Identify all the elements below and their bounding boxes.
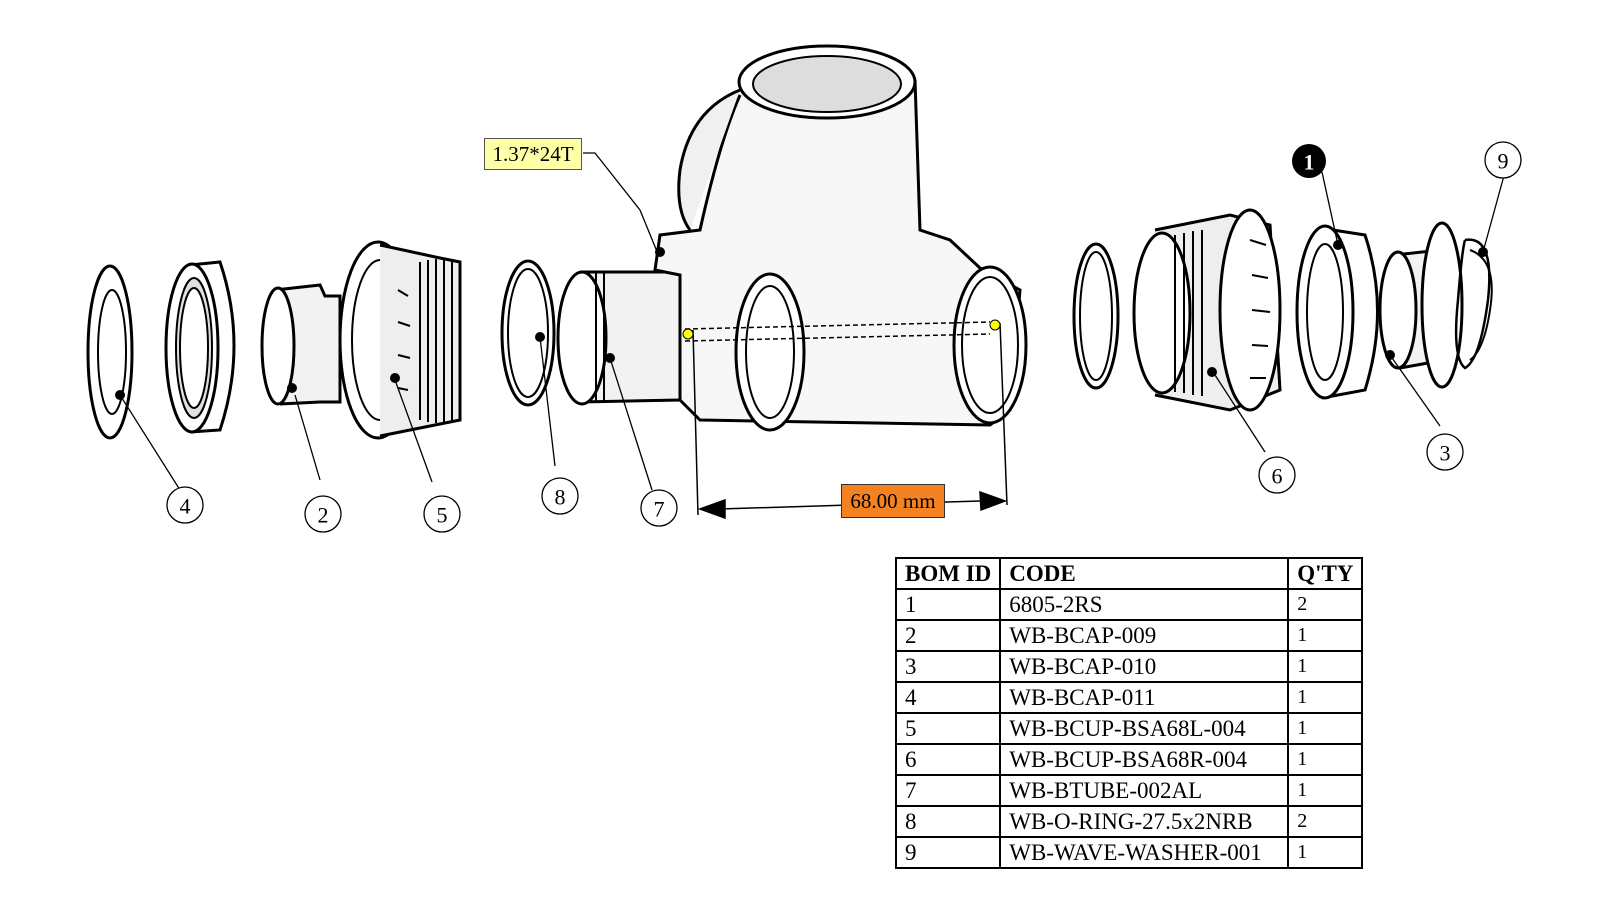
bom-code: WB-O-RING-27.5x2NRB — [999, 805, 1290, 838]
callout-8: 8 — [541, 477, 579, 515]
callout-5: 5 — [423, 495, 461, 533]
bom-header-row: BOM ID CODE Q'TY — [894, 557, 1364, 590]
bom-id: 9 — [894, 836, 1002, 869]
bom-header-code: CODE — [999, 557, 1290, 590]
callout-bubbles: 4 2 5 8 7 6 3 9 1 — [166, 141, 1522, 533]
bom-code: WB-BCAP-009 — [999, 619, 1290, 652]
bom-qty: 1 — [1287, 619, 1364, 652]
bom-code: 6805-2RS — [999, 588, 1290, 621]
bom-id: 2 — [894, 619, 1002, 652]
bom-id: 1 — [894, 588, 1002, 621]
bom-qty: 1 — [1287, 774, 1364, 807]
part-5-cup-left — [338, 240, 462, 440]
callout-6: 6 — [1258, 456, 1296, 494]
part-8-o-ring-left — [500, 259, 556, 407]
thread-spec-label: 1.37*24T — [484, 138, 582, 170]
bom-id: 4 — [894, 681, 1002, 714]
svg-text:1: 1 — [1304, 150, 1315, 175]
part-7-tube — [556, 270, 682, 406]
dimension-label: 68.00 mm — [841, 484, 945, 518]
callout-1: 1 — [1292, 144, 1326, 178]
bom-qty: 1 — [1287, 743, 1364, 776]
svg-text:2: 2 — [318, 503, 329, 528]
svg-text:4: 4 — [180, 494, 191, 519]
bottom-bracket-shell — [653, 44, 1028, 432]
dimension-endpoints — [682, 319, 1001, 340]
callout-4: 4 — [166, 486, 204, 524]
bom-qty: 2 — [1287, 805, 1364, 838]
svg-text:5: 5 — [437, 503, 448, 528]
bom-qty: 1 — [1287, 681, 1364, 714]
part-3-cap — [1378, 221, 1464, 389]
svg-text:8: 8 — [555, 485, 566, 510]
bom-id: 5 — [894, 712, 1002, 745]
svg-text:9: 9 — [1498, 149, 1509, 174]
part-9-wave-washer — [1454, 238, 1493, 370]
bom-code: WB-BCAP-010 — [999, 650, 1290, 683]
part-4-cap — [86, 264, 134, 440]
bom-code: WB-BTUBE-002AL — [999, 774, 1290, 807]
part-8-o-ring-right — [1072, 242, 1120, 390]
svg-text:6: 6 — [1272, 464, 1283, 489]
bom-code: WB-BCUP-BSA68L-004 — [999, 712, 1290, 745]
part-1-bearing-left — [164, 260, 236, 434]
bom-code: WB-BCAP-011 — [999, 681, 1290, 714]
bom-id: 8 — [894, 805, 1002, 838]
part-6-cup-right — [1132, 208, 1282, 412]
bom-qty: 1 — [1287, 712, 1364, 745]
bom-code: WB-BCUP-BSA68R-004 — [999, 743, 1290, 776]
callout-2: 2 — [304, 495, 342, 533]
part-1-bearing-right — [1295, 224, 1379, 400]
callout-9: 9 — [1484, 141, 1522, 179]
bom-qty: 1 — [1287, 650, 1364, 683]
bom-qty: 1 — [1287, 836, 1364, 869]
part-2-cap — [260, 283, 342, 406]
bom-header-qty: Q'TY — [1287, 557, 1364, 590]
bom-id: 6 — [894, 743, 1002, 776]
bom-id: 7 — [894, 774, 1002, 807]
svg-text:7: 7 — [654, 497, 665, 522]
bom-id: 3 — [894, 650, 1002, 683]
leader-dots — [115, 240, 1488, 400]
bom-qty: 2 — [1287, 588, 1364, 621]
callout-3: 3 — [1426, 433, 1464, 471]
bom-code: WB-WAVE-WASHER-001 — [999, 836, 1290, 869]
callout-7: 7 — [640, 489, 678, 527]
leader-lines — [119, 152, 1506, 491]
svg-text:3: 3 — [1440, 441, 1451, 466]
bom-header-id: BOM ID — [894, 557, 1002, 590]
